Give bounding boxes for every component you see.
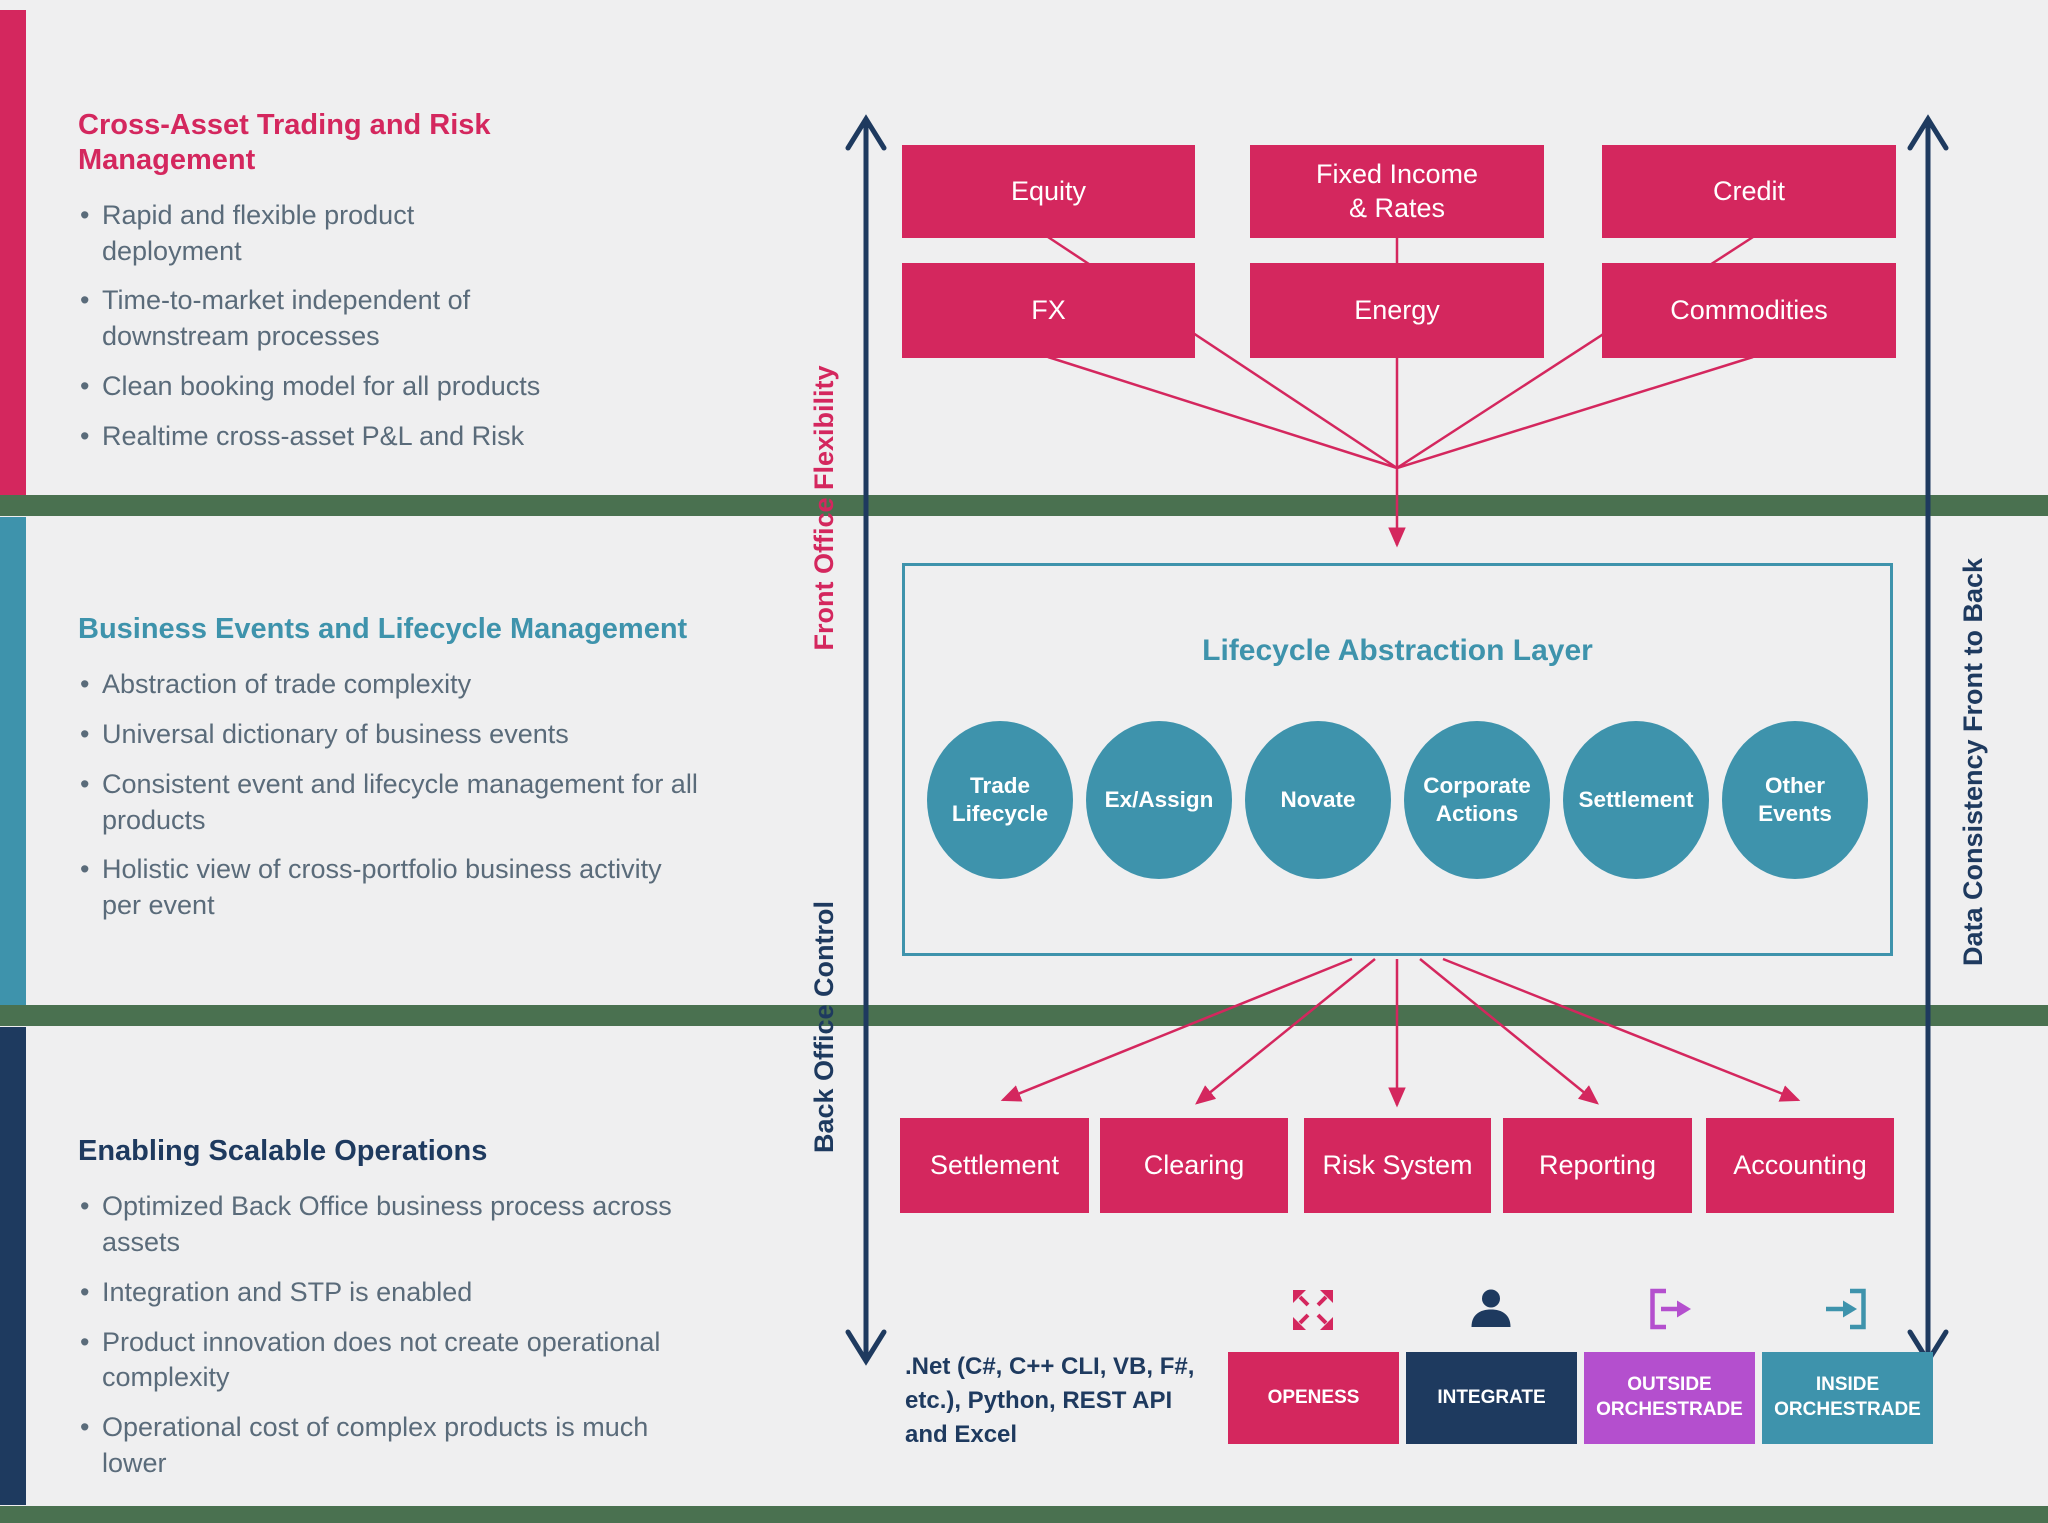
lifecycle-title: Lifecycle Abstraction Layer [1202, 634, 1593, 667]
operations-edge-bar [0, 1027, 26, 1505]
event-circle-ex-assign: Ex/Assign [1086, 721, 1232, 879]
bullet: Product innovation does not create opera… [78, 1325, 698, 1397]
section-title: Business Events and Lifecycle Management [78, 613, 688, 645]
front-office-edge-bar [0, 10, 26, 495]
api-tech-text: .Net (C#, C++ CLI, VB, F#, etc.), Python… [905, 1353, 1195, 1449]
bullet: Abstraction of trade complexity [78, 667, 698, 703]
bullet: Realtime cross-asset P&L and Risk [78, 419, 548, 455]
import-icon [1823, 1286, 1871, 1334]
lifecycle-events: Trade Lifecycle Ex/Assign Novate Corpora… [927, 721, 1868, 879]
data-consistency-label: Data Consistency Front to Back [1957, 557, 1988, 967]
back-office-control-label: Back Office Control [808, 900, 839, 1154]
event-label: Novate [1280, 786, 1356, 812]
office-axis-arrow [845, 114, 887, 1366]
integrate-button: INTEGRATE [1406, 1352, 1577, 1444]
event-circle-settlement: Settlement [1563, 721, 1709, 879]
divider-bottom [0, 1005, 2048, 1026]
downstream-box-clearing: Clearing [1100, 1118, 1288, 1213]
data-consistency-axis-arrow [1907, 114, 1949, 1366]
bullet: Holistic view of cross-portfolio busines… [78, 852, 698, 924]
export-icon [1645, 1286, 1693, 1334]
downstream-box-risk-system: Risk System [1304, 1118, 1491, 1213]
bullet: Operational cost of complex products is … [78, 1410, 698, 1482]
openess-button: OPENESS [1228, 1352, 1399, 1444]
asset-box-equity: Equity [902, 145, 1195, 238]
event-label: Settlement [1578, 786, 1694, 812]
bullet: Optimized Back Office business process a… [78, 1189, 698, 1261]
bullet: Rapid and flexible product deployment [78, 198, 548, 270]
expand-icon [1289, 1286, 1337, 1334]
lifecycle-edge-bar [0, 517, 26, 1005]
bullet: Universal dictionary of business events [78, 717, 698, 753]
downstream-box-settlement: Settlement [900, 1118, 1089, 1213]
section-scalable-operations: Enabling Scalable Operations Optimized B… [78, 1134, 698, 1496]
user-icon [1467, 1286, 1515, 1334]
event-label: Ex/Assign [1104, 786, 1214, 812]
event-label: Corporate Actions [1423, 772, 1531, 826]
downstream-box-accounting: Accounting [1706, 1118, 1894, 1213]
inside-orchestrade-button: INSIDE ORCHESTRADE [1762, 1352, 1933, 1444]
lifecycle-abstraction-layer: Lifecycle Abstraction Layer Trade Lifecy… [902, 563, 1893, 956]
event-label: Other Events [1758, 772, 1832, 826]
asset-box-fixed-income: Fixed Income & Rates [1250, 145, 1544, 238]
downstream-box-reporting: Reporting [1503, 1118, 1692, 1213]
asset-box-fx: FX [902, 263, 1195, 358]
downstream-fan-arrows [1000, 957, 1801, 1108]
event-circle-corporate-actions: Corporate Actions [1404, 721, 1550, 879]
bullet: Time-to-market independent of downstream… [78, 283, 548, 355]
asset-box-credit: Credit [1602, 145, 1896, 238]
event-circle-novate: Novate [1245, 721, 1391, 879]
bottom-strip [0, 1506, 2048, 1523]
asset-box-commodities: Commodities [1602, 263, 1896, 358]
event-label: Trade Lifecycle [951, 772, 1049, 826]
section-cross-asset: Cross-Asset Trading and Risk Management … [78, 108, 548, 469]
bullet: Consistent event and lifecycle managemen… [78, 767, 698, 839]
section-title: Enabling Scalable Operations [78, 1135, 488, 1167]
outside-orchestrade-button: OUTSIDE ORCHESTRADE [1584, 1352, 1755, 1444]
asset-box-energy: Energy [1250, 263, 1544, 358]
section-title: Cross-Asset Trading and Risk Management [78, 109, 491, 176]
section-business-events: Business Events and Lifecycle Management… [78, 612, 698, 938]
bullet: Integration and STP is enabled [78, 1275, 698, 1311]
bullet: Clean booking model for all products [78, 369, 548, 405]
event-circle-trade-lifecycle: Trade Lifecycle [927, 721, 1073, 879]
front-office-flexibility-label: Front Office Flexibility [808, 365, 839, 651]
event-circle-other-events: Other Events [1722, 721, 1868, 879]
divider-top [0, 495, 2048, 516]
